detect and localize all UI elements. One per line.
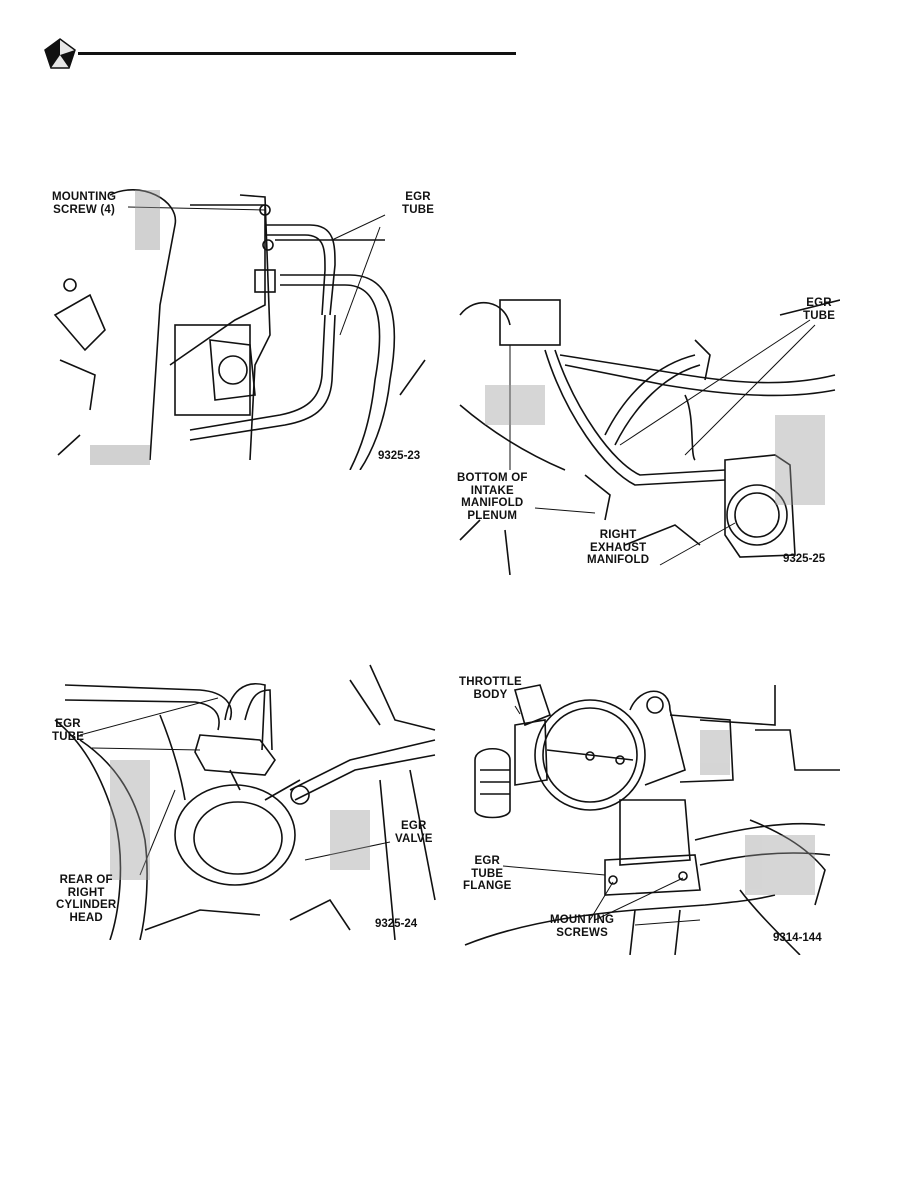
page-header: [44, 38, 516, 70]
figure-code: 9325-24: [375, 918, 418, 930]
figure-1-illustration: [53, 189, 426, 470]
figure-2-illustration: [459, 299, 840, 575]
callout-mounting-screws: MOUNTING SCREWS: [550, 914, 615, 939]
callout-egr-tube: EGR TUBE: [402, 191, 435, 216]
callout-egr-tube-flange: EGR TUBE FLANGE: [463, 855, 512, 892]
callout-throttle-body: THROTTLE BODY: [459, 676, 522, 701]
callout-right-exhaust-manifold: RIGHT EXHAUST MANIFOLD: [587, 529, 650, 566]
callout-rear-of-right-cylinder-head: REAR OF RIGHT CYLINDER HEAD: [56, 874, 117, 924]
callout-mounting-screw: MOUNTING SCREW (4): [52, 191, 117, 216]
figure-egr-tube-exhaust-manifold: EGR TUBE BOTTOM OF INTAKE MANIFOLD PLENU…: [455, 295, 840, 575]
figure-code: 9325-23: [378, 450, 421, 462]
header-rule: [78, 52, 516, 55]
pentastar-logo-icon: [44, 38, 76, 69]
figure-4-illustration: [464, 684, 840, 955]
figure-code: 9314-144: [773, 932, 822, 944]
figure-3-illustration: [54, 664, 436, 940]
callout-egr-tube: EGR TUBE: [803, 297, 836, 322]
callout-egr-tube: EGR TUBE: [52, 718, 85, 743]
callout-bottom-of-intake-plenum: BOTTOM OF INTAKE MANIFOLD PLENUM: [457, 472, 528, 522]
callout-egr-valve: EGR VALVE: [395, 820, 433, 845]
figure-code: 9325-25: [783, 553, 826, 565]
figure-egr-tube-mounting: MOUNTING SCREW (4) EGR TUBE 9325-23: [50, 185, 440, 470]
figure-egr-valve-cylinder-head: EGR TUBE EGR VALVE REAR OF RIGHT CYLINDE…: [50, 660, 440, 940]
figure-egr-tube-flange-throttle-body: THROTTLE BODY EGR TUBE FLANGE MOUNTING S…: [455, 670, 840, 955]
